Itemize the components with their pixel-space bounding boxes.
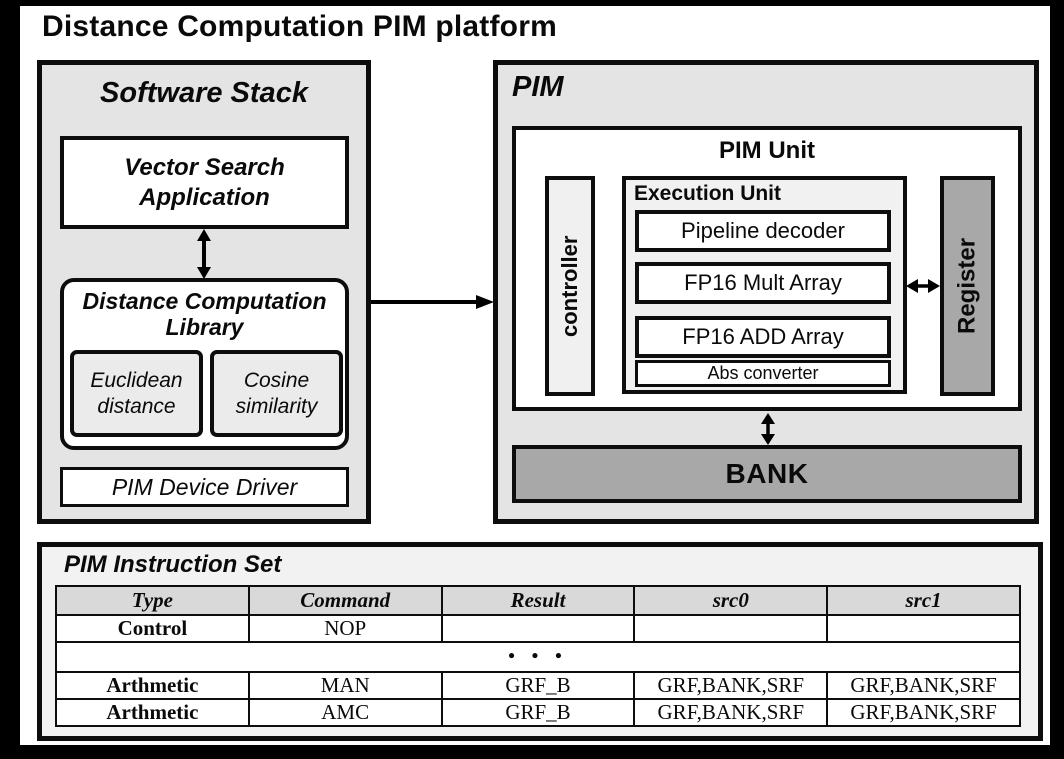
table-cell: AMC — [247, 698, 443, 727]
cosine-similarity-label: Cosine similarity — [235, 369, 318, 418]
instruction-set-label: PIM Instruction Set — [64, 551, 282, 578]
fp16-add-array-box: FP16 ADD Array — [635, 316, 891, 358]
bank-box: BANK — [512, 445, 1022, 503]
unit-bank-arrow-icon — [761, 413, 775, 445]
table-cell: MAN — [247, 671, 443, 700]
fp16-add-array-label: FP16 ADD Array — [682, 324, 844, 349]
table-row: Control NOP — [55, 614, 1021, 643]
abs-converter-box: Abs converter — [635, 360, 891, 387]
abs-converter-label: Abs converter — [707, 363, 819, 383]
instruction-table: Type Command Result src0 src1 Control NO… — [55, 585, 1021, 727]
diagram-page: Distance Computation PIM platform Softwa… — [20, 6, 1050, 745]
table-header-cell: Command — [247, 585, 443, 616]
table-cell: NOP — [247, 614, 443, 643]
table-row: Arthmetic AMC GRF_B GRF,BANK,SRF GRF,BAN… — [55, 698, 1021, 727]
software-stack-panel: Software Stack Vector Search Application… — [37, 60, 371, 524]
pim-panel: PIM PIM Unit controller Execution Unit P… — [493, 60, 1039, 524]
vector-search-application-label: Vector Search Application — [124, 153, 285, 211]
pipeline-decoder-label: Pipeline decoder — [681, 218, 845, 243]
register-box: Register — [940, 176, 995, 396]
controller-label: controller — [557, 235, 582, 337]
execution-unit-label: Execution Unit — [634, 182, 782, 205]
vector-search-application-box: Vector Search Application — [60, 136, 349, 229]
table-cell — [826, 614, 1021, 643]
table-cell: GRF,BANK,SRF — [633, 671, 829, 700]
table-cell — [440, 614, 636, 643]
table-header-cell: Result — [440, 585, 636, 616]
table-cell: Arthmetic — [55, 671, 250, 700]
pipeline-decoder-box: Pipeline decoder — [635, 210, 891, 252]
pim-label: PIM — [512, 71, 564, 103]
fp16-mult-array-label: FP16 Mult Array — [684, 270, 842, 295]
table-cell: GRF_B — [440, 671, 636, 700]
page-title: Distance Computation PIM platform — [42, 10, 557, 43]
table-cell: GRF_B — [440, 698, 636, 727]
execution-unit-box: Execution Unit Pipeline decoder FP16 Mul… — [622, 176, 907, 394]
euclidean-distance-label: Euclidean distance — [90, 369, 183, 418]
pim-unit-box: PIM Unit controller Execution Unit Pipel… — [512, 126, 1022, 411]
software-stack-label: Software Stack — [100, 77, 308, 109]
table-cell: GRF,BANK,SRF — [826, 698, 1021, 727]
table-row: Arthmetic MAN GRF_B GRF,BANK,SRF GRF,BAN… — [55, 671, 1021, 700]
table-header-row: Type Command Result src0 src1 — [55, 585, 1021, 616]
execution-register-arrow-icon — [906, 279, 940, 293]
table-header-cell: Type — [55, 585, 250, 616]
euclidean-distance-chip: Euclidean distance — [70, 350, 203, 437]
pim-device-driver-box: PIM Device Driver — [60, 467, 349, 507]
software-to-pim-arrow-icon — [371, 295, 494, 309]
table-cell: Arthmetic — [55, 698, 250, 727]
table-cell: GRF,BANK,SRF — [633, 698, 829, 727]
table-cell: Control — [55, 614, 250, 643]
table-cell-ellipsis: • • • — [55, 641, 1021, 673]
controller-box: controller — [545, 176, 595, 396]
cosine-similarity-chip: Cosine similarity — [210, 350, 343, 437]
fp16-mult-array-box: FP16 Mult Array — [635, 262, 891, 304]
app-library-arrow-icon — [197, 229, 211, 279]
table-row-ellipsis: • • • — [55, 641, 1021, 673]
distance-computation-library-box: Distance Computation Library Euclidean d… — [60, 278, 349, 450]
library-label: Distance Computation Library — [82, 288, 327, 340]
pim-device-driver-label: PIM Device Driver — [111, 473, 298, 500]
pim-unit-label: PIM Unit — [719, 137, 815, 164]
table-cell — [633, 614, 829, 643]
table-header-cell: src1 — [826, 585, 1021, 616]
table-header-cell: src0 — [633, 585, 829, 616]
bank-label: BANK — [725, 458, 809, 489]
instruction-set-panel: PIM Instruction Set Type Command Result … — [37, 542, 1043, 741]
table-cell: GRF,BANK,SRF — [826, 671, 1021, 700]
register-label: Register — [953, 237, 981, 335]
